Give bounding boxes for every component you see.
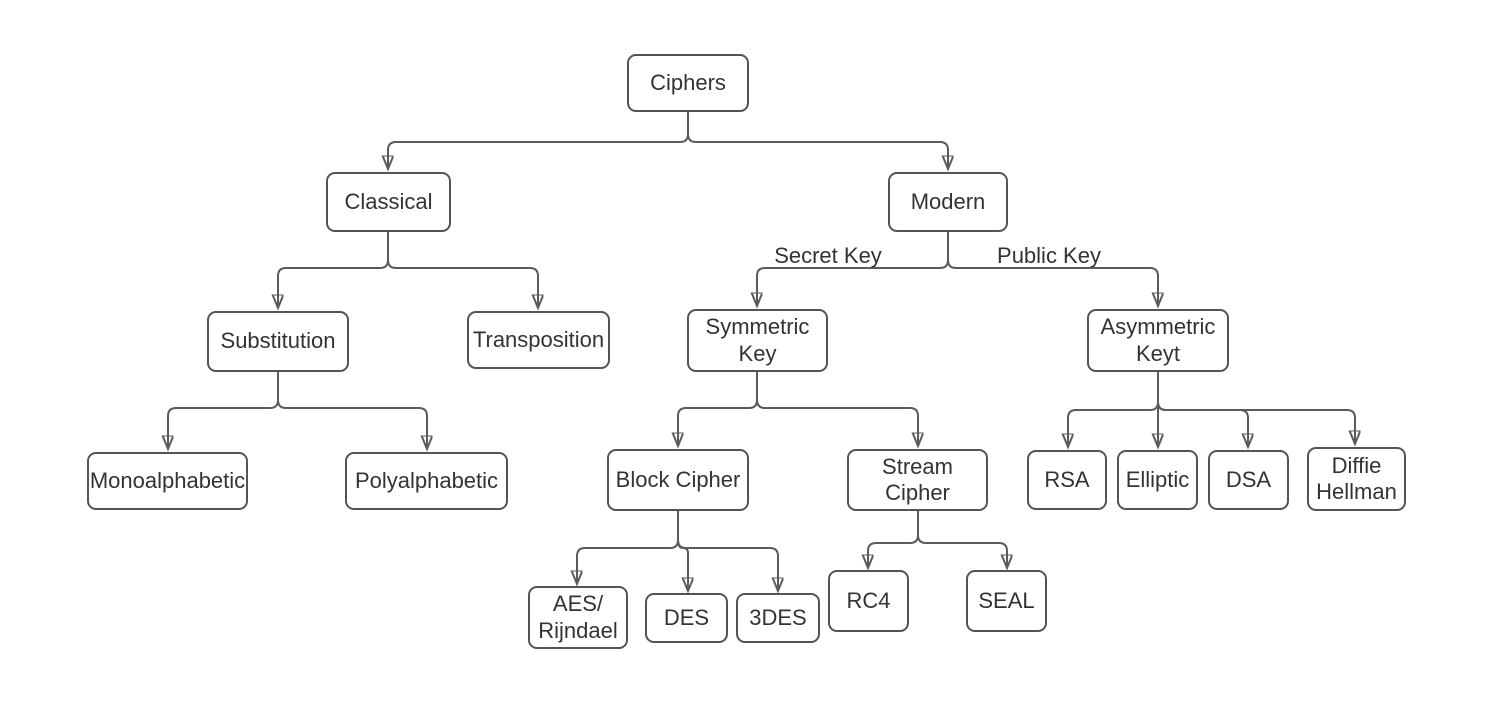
node-elliptic: Elliptic xyxy=(1117,450,1198,510)
edge-asymmetric-diffie xyxy=(1157,372,1355,444)
edge-substitution-polyalphabetic xyxy=(277,372,427,449)
node-block-cipher: Block Cipher xyxy=(607,449,749,511)
node-rc4: RC4 xyxy=(828,570,909,632)
edge-substitution-monoalphabetic xyxy=(168,372,279,449)
node-transposition: Transposition xyxy=(467,311,610,369)
edge-asymmetric-rsa xyxy=(1068,372,1159,447)
edge-ciphers-classical xyxy=(388,112,689,169)
edge-classical-transposition xyxy=(387,232,538,308)
node-dsa: DSA xyxy=(1208,450,1289,510)
edge-block-aes xyxy=(577,511,679,584)
node-3des: 3DES xyxy=(736,593,820,643)
node-substitution: Substitution xyxy=(207,311,349,372)
node-asymmetric-key: Asymmetric Keyt xyxy=(1087,309,1229,372)
node-symmetric-key: Symmetric Key xyxy=(687,309,828,372)
node-aes-rijndael: AES/ Rijndael xyxy=(528,586,628,649)
edge-modern-asymmetric-key xyxy=(947,232,1158,306)
edge-symmetric-block-cipher xyxy=(678,372,758,446)
edge-label-public-key: Public Key xyxy=(997,243,1101,268)
node-modern: Modern xyxy=(888,172,1008,232)
edge-stream-rc4 xyxy=(868,511,919,568)
edge-ciphers-modern xyxy=(687,112,948,169)
edge-label-secret-key: Secret Key xyxy=(774,243,882,268)
node-monoalphabetic: Monoalphabetic xyxy=(87,452,248,510)
node-rsa: RSA xyxy=(1027,450,1107,510)
edge-stream-seal xyxy=(917,511,1007,568)
node-polyalphabetic: Polyalphabetic xyxy=(345,452,508,510)
edge-classical-substitution xyxy=(278,232,389,308)
edge-symmetric-stream-cipher xyxy=(756,372,918,446)
edge-block-des xyxy=(677,511,688,591)
node-ciphers: Ciphers xyxy=(627,54,749,112)
node-seal: SEAL xyxy=(966,570,1047,632)
node-stream-cipher: Stream Cipher xyxy=(847,449,988,511)
edge-block-3des xyxy=(677,511,778,591)
node-diffie-hellman: Diffie Hellman xyxy=(1307,447,1406,511)
node-des: DES xyxy=(645,593,728,643)
node-classical: Classical xyxy=(326,172,451,232)
